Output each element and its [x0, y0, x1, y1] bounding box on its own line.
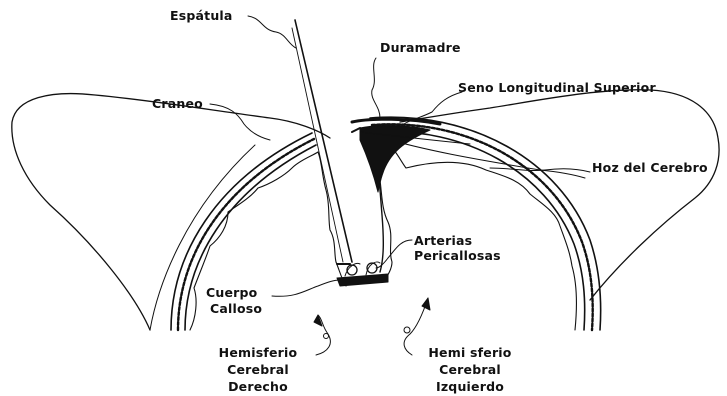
label-pericallosas: Pericallosas — [414, 248, 501, 263]
label-hemisferio-derecho-2: Cerebral — [203, 362, 313, 377]
label-hoz-del-cerebro: Hoz del Cerebro — [592, 160, 708, 175]
spatula — [292, 20, 352, 264]
label-hemisferio-derecho-1: Hemisferio — [203, 345, 313, 360]
label-calloso: Calloso — [210, 301, 262, 316]
label-cuerpo: Cuerpo — [206, 285, 257, 300]
leader-cuerpo — [272, 280, 340, 296]
right-skull-arc — [370, 117, 601, 330]
label-arterias: Arterias — [414, 233, 472, 248]
label-duramadre: Duramadre — [380, 40, 461, 55]
label-hemisferio-izquierdo-1: Hemi sferio — [415, 345, 525, 360]
label-espatula: Espátula — [170, 8, 233, 23]
left-scalp-flap — [12, 94, 330, 330]
leader-espatula — [248, 16, 296, 48]
label-hemisferio-derecho-3: Derecho — [203, 379, 313, 394]
label-hemisferio-izquierdo-3: Izquierdo — [415, 379, 525, 394]
right-scalp-flap — [400, 90, 719, 300]
leader-craneo — [210, 104, 270, 140]
label-craneo: Craneo — [152, 96, 203, 111]
label-seno-longitudinal: Seno Longitudinal Superior — [458, 80, 656, 95]
leader-duramadre — [372, 58, 380, 118]
label-hemisferio-izquierdo-2: Cerebral — [415, 362, 525, 377]
